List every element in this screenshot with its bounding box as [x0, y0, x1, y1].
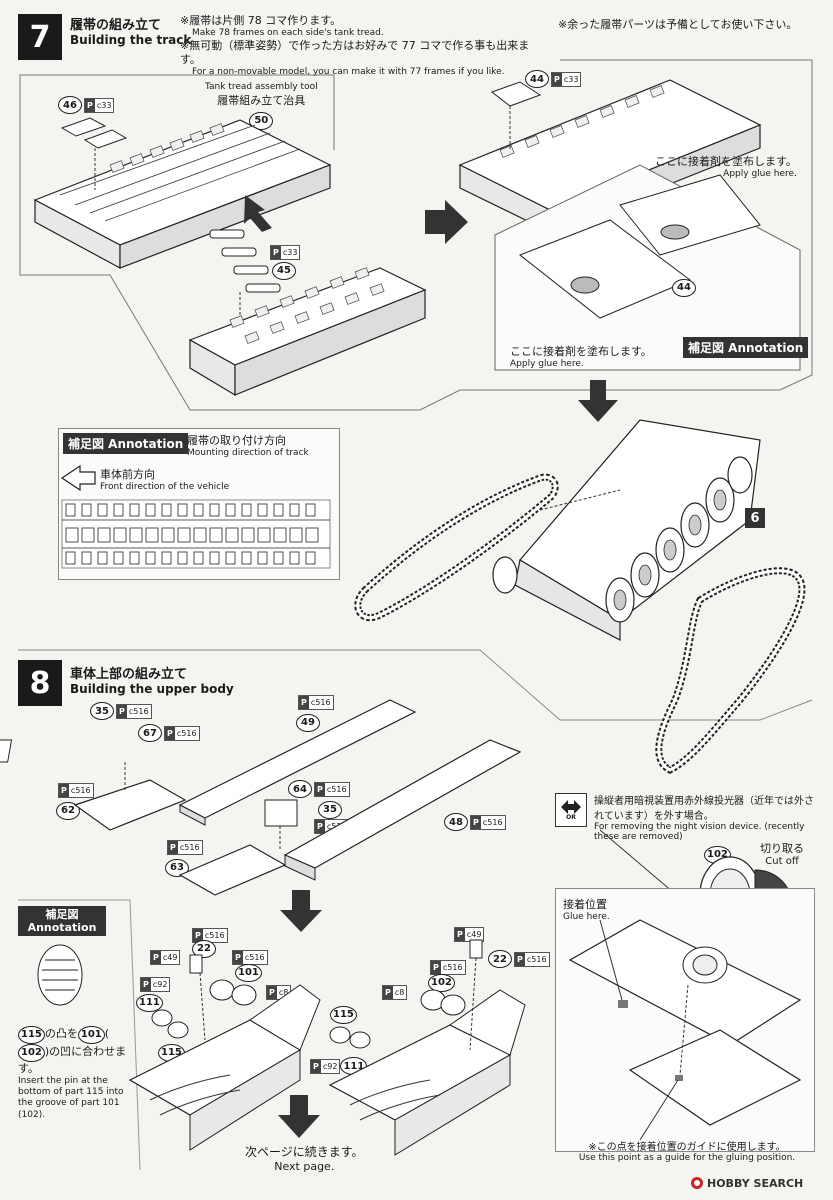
- annotation-pin-badge: 補足図 Annotation: [18, 906, 106, 937]
- part-44b-number: 44: [672, 278, 696, 297]
- part-35b-label: 35: [318, 797, 342, 819]
- note2-jp: ※無可動（標準姿勢）で作った方はお好みで 77 コマで作る事も出来ます。: [180, 39, 530, 66]
- night-vision-note: 操縦者用暗視装置用赤外線投光器（近年では外されています）を外す場合。 For r…: [594, 792, 819, 842]
- double-arrow-icon: [561, 799, 581, 814]
- glue-note-1-en: Apply glue here.: [723, 169, 797, 179]
- or-option-icon: OR: [555, 793, 587, 827]
- part-45-number: 45: [272, 261, 296, 280]
- note1-en: Make 78 frames on each side's tank tread…: [192, 27, 384, 38]
- step-8-title-jp: 車体上部の組み立て: [70, 667, 188, 682]
- glue-position-label: 接着位置 Glue here.: [563, 896, 610, 922]
- nv-jp: 操縦者用暗視装置用赤外線投光器（近年では外されています）を外す場合。: [594, 796, 814, 822]
- annotation-pin-panel: 補足図 Annotation: [18, 906, 106, 937]
- step-8-title: 車体上部の組み立て Building the upper body: [70, 663, 234, 696]
- next-page-note: 次ページに続きます。 Next page.: [245, 1143, 364, 1173]
- next-page-jp: 次ページに続きます。: [245, 1145, 364, 1159]
- front-dir-en: Front direction of the vehicle: [100, 482, 230, 492]
- part-22a-label: 22: [192, 936, 216, 958]
- step-7-title: 履帯の組み立て Building the track: [70, 14, 191, 47]
- part-115b-label: 115: [330, 1002, 357, 1024]
- nv-en: For removing the night vision device. (r…: [594, 822, 805, 842]
- part-46-number: 46: [58, 96, 82, 114]
- glue-pos-en: Glue here.: [563, 912, 610, 922]
- guide-en: Use this point as a guide for the gluing…: [578, 1153, 796, 1163]
- mount-dir-jp: 履帯の取り付け方向: [187, 434, 286, 447]
- part-50-number: 50: [249, 111, 274, 130]
- step-7-title-en: Building the track: [70, 33, 192, 47]
- step-8-number: 8: [18, 660, 62, 706]
- front-dir-jp: 車体前方向: [100, 468, 155, 481]
- part-44b-label: 44: [672, 275, 696, 297]
- step-7-notes: ※履帯は片側 78 コマ作ります。 Make 78 frames on each…: [180, 14, 540, 78]
- next-page-en: Next page.: [274, 1160, 335, 1173]
- front-direction-label: 車体前方向 Front direction of the vehicle: [100, 466, 229, 492]
- glue-note-2-jp: ここに接着剤を塗布します。: [510, 345, 652, 358]
- part-45-label: 45: [272, 258, 296, 280]
- spare-note: ※余った履帯パーツは予備としてお使い下さい。: [558, 18, 798, 31]
- step-8-title-en: Building the upper body: [70, 682, 234, 696]
- guide-note: ※この点を接着位置のガイドに使用します。 Use this point as a…: [562, 1138, 812, 1163]
- glue-note-1: ここに接着剤を塗布します。 Apply glue here.: [655, 153, 797, 179]
- part-111a-label: 111: [136, 990, 163, 1012]
- hobby-search-logo-icon: [691, 1177, 703, 1189]
- tool-label: Tank tread assembly tool 履帯組み立て治具 50: [205, 82, 318, 130]
- guide-jp: ※この点を接着位置のガイドに使用します。: [588, 1142, 786, 1153]
- or-label: OR: [566, 813, 576, 821]
- cut-off-label: 切り取る Cut off: [760, 840, 804, 867]
- part-44-number: 44: [525, 70, 549, 88]
- watermark: HOBBY SEARCH: [690, 1176, 803, 1190]
- glue-note-1-jp: ここに接着剤を塗布します。: [655, 155, 797, 168]
- pin-note-en: Insert the pin at the bottom of part 115…: [18, 1075, 124, 1120]
- cutoff-en: Cut off: [765, 856, 799, 867]
- tool-label-jp: 履帯組み立て治具: [217, 94, 306, 107]
- annotation-badge: 補足図 Annotation: [63, 433, 189, 454]
- annotation-badge-top: 補足図 Annotation: [683, 337, 809, 358]
- glue-note-2: ここに接着剤を塗布します。 Apply glue here.: [510, 343, 652, 369]
- note1-jp: ※履帯は片側 78 コマ作ります。: [180, 14, 342, 27]
- glue-pos-jp: 接着位置: [563, 898, 607, 911]
- mount-direction-label: 履帯の取り付け方向 Mounting direction of track: [187, 432, 309, 458]
- step-7-number: 7: [18, 14, 62, 60]
- part-101-label: 101: [235, 960, 262, 982]
- hull-part-6: 6: [745, 508, 765, 528]
- glue-note-2-en: Apply glue here.: [510, 359, 584, 369]
- part-102-label: 102: [428, 970, 455, 992]
- step-7-title-jp: 履帯の組み立て: [70, 18, 162, 33]
- cutoff-jp: 切り取る: [760, 842, 804, 855]
- note2-en: For a non-movable model, you can make it…: [192, 66, 505, 77]
- mount-dir-en: Mounting direction of track: [187, 448, 309, 458]
- tool-label-en: Tank tread assembly tool: [205, 82, 318, 92]
